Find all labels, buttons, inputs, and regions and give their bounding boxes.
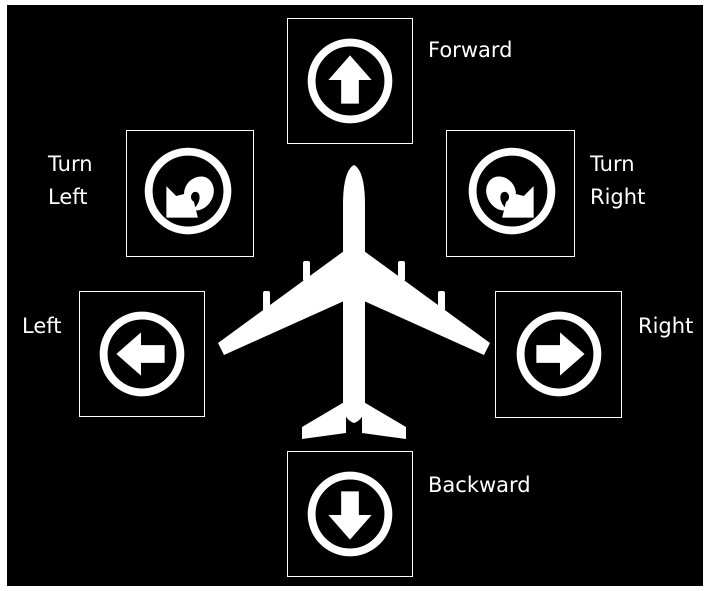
flight-control-panel: Forward Turn Left Turn Right Left xyxy=(7,5,703,586)
arrow-up-circle-icon xyxy=(288,19,412,143)
arrow-down-circle-icon xyxy=(288,452,412,576)
airplane-icon xyxy=(218,165,490,447)
right-label: Right xyxy=(638,310,693,343)
turn-right-label: Turn Right xyxy=(590,148,645,214)
right-button[interactable] xyxy=(495,291,622,418)
left-label: Left xyxy=(22,310,62,343)
backward-button[interactable] xyxy=(287,451,413,577)
turn-left-label: Turn Left xyxy=(48,148,93,214)
forward-label: Forward xyxy=(428,34,512,67)
backward-label: Backward xyxy=(428,469,531,502)
arrow-left-circle-icon xyxy=(80,292,204,416)
left-button[interactable] xyxy=(79,291,205,417)
arrow-right-circle-icon xyxy=(496,292,621,417)
forward-button[interactable] xyxy=(287,18,413,144)
